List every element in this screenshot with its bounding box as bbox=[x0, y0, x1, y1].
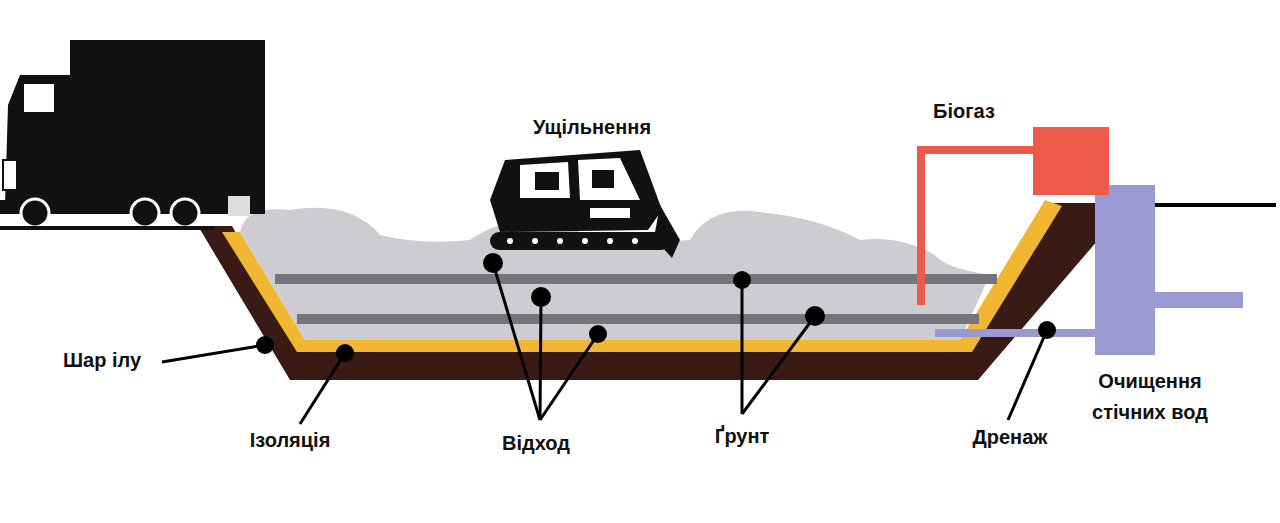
outflow-pipe bbox=[1155, 292, 1243, 308]
soil-layer bbox=[275, 274, 997, 284]
callout-dots bbox=[256, 253, 1056, 362]
part-label: Сміттєвоз bbox=[105, 71, 204, 103]
part-label: Дренаж bbox=[973, 421, 1048, 453]
part-label: Ізоляція bbox=[250, 424, 331, 456]
biogas-pipe bbox=[921, 150, 1035, 305]
drain-pipe bbox=[935, 329, 1100, 337]
soil-layer bbox=[297, 314, 979, 324]
part-label: Ущільнення bbox=[533, 111, 651, 143]
biogas-tank bbox=[1033, 127, 1109, 195]
part-label: Біогаз bbox=[933, 95, 995, 127]
part-label: Очищення стічних вод bbox=[1075, 366, 1225, 428]
part-label: Ґрунт bbox=[715, 420, 770, 452]
leader-lines bbox=[162, 263, 1047, 424]
part-label: Шар ілу bbox=[63, 344, 141, 376]
garbage-truck bbox=[0, 40, 265, 230]
ground-line bbox=[1150, 203, 1276, 207]
treatment-unit bbox=[1095, 185, 1155, 355]
part-label: Відход bbox=[502, 427, 570, 459]
bulldozer bbox=[490, 150, 680, 258]
